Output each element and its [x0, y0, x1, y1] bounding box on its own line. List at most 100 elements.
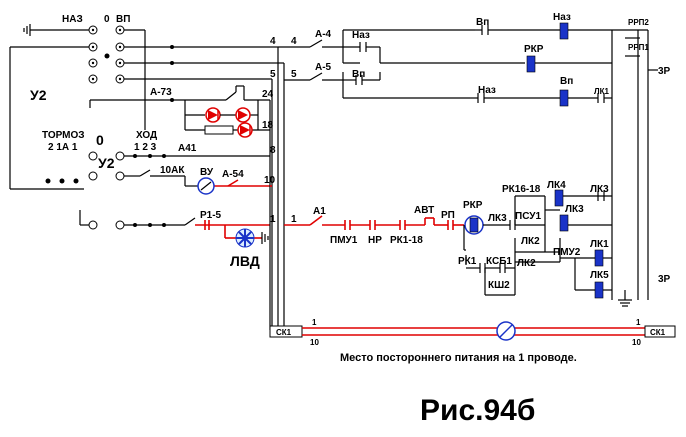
wire-num-24: 24 — [262, 89, 274, 100]
label-vp-contact: Вп — [352, 69, 365, 80]
label-a41: А41 — [178, 143, 197, 154]
label-tormoz: ТОРМОЗ — [42, 130, 85, 141]
label-naz-coil: Наз — [553, 12, 571, 23]
circuit-wire-1-left — [79, 210, 270, 239]
lvd-snowflake-icon — [235, 228, 255, 248]
bus-num-1-left: 1 — [312, 318, 317, 327]
wire-num-18: 18 — [262, 120, 274, 131]
label-10ak: 10АК — [160, 165, 185, 176]
label-a1: А1 — [313, 206, 326, 217]
block-psu-rk — [514, 195, 561, 263]
wire-num-4: 4 — [270, 36, 276, 47]
label-tormoz-pos: 2 1А 1 — [48, 142, 78, 153]
controller-row-2 — [10, 42, 270, 59]
bus-num-10-right: 10 — [632, 338, 641, 347]
led-icon-2 — [237, 122, 253, 138]
label-lk2-b: ЛК2 — [517, 258, 536, 269]
label-lvd: ЛВД — [230, 253, 260, 269]
diode-network — [184, 100, 270, 135]
label-lk3-a: ЛК3 — [488, 213, 507, 224]
ground-symbol-right — [618, 290, 632, 307]
coil-rkr-top — [526, 55, 536, 73]
controller-row-4 — [88, 74, 270, 84]
label-naz-contact: Наз — [352, 30, 370, 41]
label-rk1618: РК16-18 — [502, 184, 541, 195]
contact-naz-mid — [470, 93, 560, 103]
label-p15: Р1-5 — [200, 210, 222, 221]
sk1-left-block — [269, 325, 303, 338]
wire-num-1: 1 — [270, 214, 276, 225]
label-rrp1: РРП1 — [628, 43, 649, 52]
label-a54: А-54 — [222, 169, 244, 180]
coil-lk1 — [594, 249, 604, 267]
ground-symbol-lvd — [261, 232, 269, 244]
contact-vp-top — [475, 25, 560, 35]
label-lk4: ЛК4 — [547, 180, 566, 191]
label-lk3-b: ЛК3 — [590, 184, 609, 195]
label-u2-top: У2 — [30, 87, 47, 103]
label-nr: НР — [368, 235, 382, 246]
label-pmu2: ПМУ2 — [553, 247, 581, 258]
label-ksh2: КШ2 — [488, 280, 510, 291]
label-sk1-left: СК1 — [276, 328, 292, 337]
rrp-column — [611, 29, 658, 300]
branch-rk1-ksb1 — [463, 225, 516, 296]
sk1-right-block — [644, 325, 676, 338]
label-vu: ВУ — [200, 167, 214, 178]
label-zr-top: 3Р — [658, 66, 671, 77]
label-a5: А-5 — [315, 62, 332, 73]
label-hod: ХОД — [136, 130, 157, 141]
circuit-wire-1-right — [284, 215, 464, 230]
led-icon-1 — [205, 107, 221, 123]
vu-switch-icon — [197, 177, 215, 195]
label-lk2-a: ЛК2 — [521, 236, 540, 247]
label-zero: 0 — [104, 14, 110, 25]
ground-symbol-left — [23, 24, 90, 36]
label-hod-pos: 1 2 3 — [134, 142, 157, 153]
label-lk3-coil: ЛК3 — [565, 204, 584, 215]
controller-row-3 — [88, 58, 270, 68]
label-rk118: РК1-18 — [390, 235, 423, 246]
label-lk1-top: ЛК1 — [594, 87, 609, 96]
fault-switch-icon — [496, 321, 516, 341]
circuit-a4 — [278, 29, 525, 64]
label-rk1: РК1 — [458, 256, 477, 267]
coil-vp — [559, 89, 569, 107]
label-vp-top: Вп — [476, 17, 489, 28]
label-zero-big: 0 — [96, 132, 104, 148]
label-naz: НАЗ — [62, 14, 83, 25]
contact-lk1-top — [597, 93, 612, 103]
label-rkr-top: РКР — [524, 44, 544, 55]
figure-caption: Место постороннего питания на 1 проводе. — [340, 352, 577, 364]
coil-naz — [559, 22, 569, 40]
label-rp: РП — [441, 210, 455, 221]
circuit-wire-10 — [40, 169, 270, 190]
circuit-a5 — [284, 72, 470, 99]
main-bus-trunk — [269, 46, 285, 330]
label-ksb1: КСБ1 — [486, 256, 512, 267]
coil-lk3 — [559, 214, 569, 232]
wire-num-8: 8 — [270, 145, 276, 156]
rkr-coil-icon — [464, 215, 484, 235]
controller-row-1 — [88, 25, 146, 130]
label-psu1: ПСУ1 — [515, 211, 541, 222]
label-zr-bottom: 3Р — [658, 274, 671, 285]
label-rkr-coil: РКР — [463, 200, 483, 211]
wire-num-1-right: 1 — [291, 214, 297, 225]
wire-num-5: 5 — [270, 69, 276, 80]
bottom-red-bus — [302, 327, 645, 336]
circuit-wire-24 — [89, 85, 270, 108]
label-pmu1: ПМУ1 — [330, 235, 358, 246]
label-sk1-right: СК1 — [650, 328, 666, 337]
label-rrp2: РРП2 — [628, 18, 649, 27]
label-lk5: ЛК5 — [590, 270, 609, 281]
label-avt: АВТ — [414, 205, 434, 216]
figure-title: Рис.94б — [420, 394, 535, 427]
label-vp: ВП — [116, 14, 130, 25]
label-u2-mid: У2 — [98, 155, 115, 171]
wire-num-4-right: 4 — [291, 36, 297, 47]
label-a4: А-4 — [315, 29, 332, 40]
circuit-wire-8 — [88, 151, 270, 161]
wire-num-5-right: 5 — [291, 69, 297, 80]
